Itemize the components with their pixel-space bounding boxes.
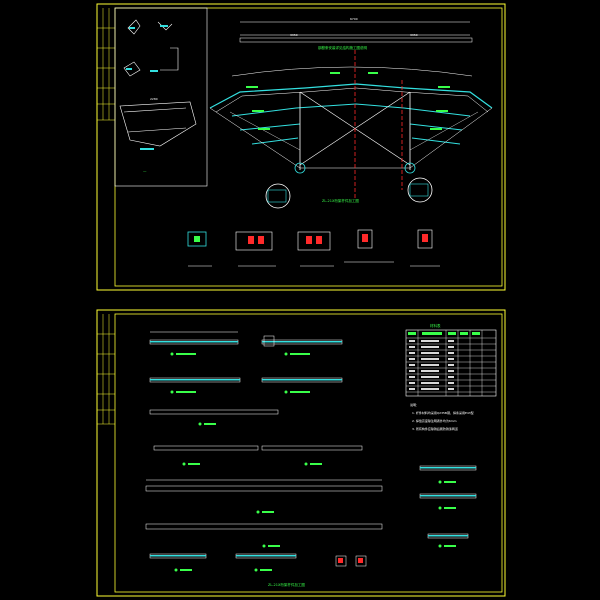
sheet-2: ZL-21X桁架杆件加工图 材料表 bbox=[96, 309, 506, 597]
member-highlights bbox=[150, 341, 476, 557]
support-right bbox=[404, 162, 416, 174]
notes-block: 说明： 1. 杆件材料均采用Q235B钢，焊条采用E43型 2. 焊缝高度除注明… bbox=[410, 402, 474, 431]
small-sections bbox=[263, 335, 367, 567]
truss-elevation: 6700 3350 3350 钢檩条安装详见结构施工图说明 bbox=[209, 17, 493, 209]
section-detail-panel: — 2280 bbox=[114, 7, 208, 187]
material-table: 材料表 bbox=[405, 323, 497, 397]
support-left bbox=[294, 162, 306, 174]
truss-title: ZL-21X桁架杆件加工图 bbox=[322, 198, 359, 203]
sheet-2-title: ZL-21X桁架杆件加工图 bbox=[268, 582, 305, 587]
notes-title: 说明： bbox=[410, 402, 419, 407]
dim-half-right: 3350 bbox=[410, 33, 418, 37]
dim-half-left: 3350 bbox=[290, 33, 298, 37]
sheet-2-binding-strip bbox=[97, 314, 115, 425]
sheet-1-binding-strip bbox=[97, 8, 115, 121]
detail-label-1: — bbox=[143, 169, 147, 173]
sheet-1-inner-frame bbox=[114, 7, 503, 287]
table-title: 材料表 bbox=[430, 323, 441, 328]
detail-dim-1: 2280 bbox=[150, 97, 158, 101]
sheet-2-inner-frame bbox=[114, 313, 503, 593]
sheet-1: — 2280 6700 3350 3350 钢檩条安装详见结构施工图说明 bbox=[96, 3, 506, 291]
note-3: 3. 所有构件应除锈后刷防锈漆两道 bbox=[412, 426, 458, 431]
note-1: 1. 杆件材料均采用Q235B钢，焊条采用E43型 bbox=[412, 410, 474, 415]
note-2: 2. 焊缝高度除注明者外均为6mm bbox=[412, 418, 457, 423]
sheet-2-border bbox=[96, 309, 506, 597]
note-top: 钢檩条安装详见结构施工图说明 bbox=[318, 45, 367, 50]
member-labels bbox=[170, 352, 456, 572]
dim-overall: 6700 bbox=[350, 17, 358, 21]
sheet-1-border bbox=[96, 3, 506, 291]
node-detail-left bbox=[265, 183, 291, 209]
node-detail-right bbox=[407, 177, 433, 203]
section-cuts-row bbox=[187, 229, 440, 267]
